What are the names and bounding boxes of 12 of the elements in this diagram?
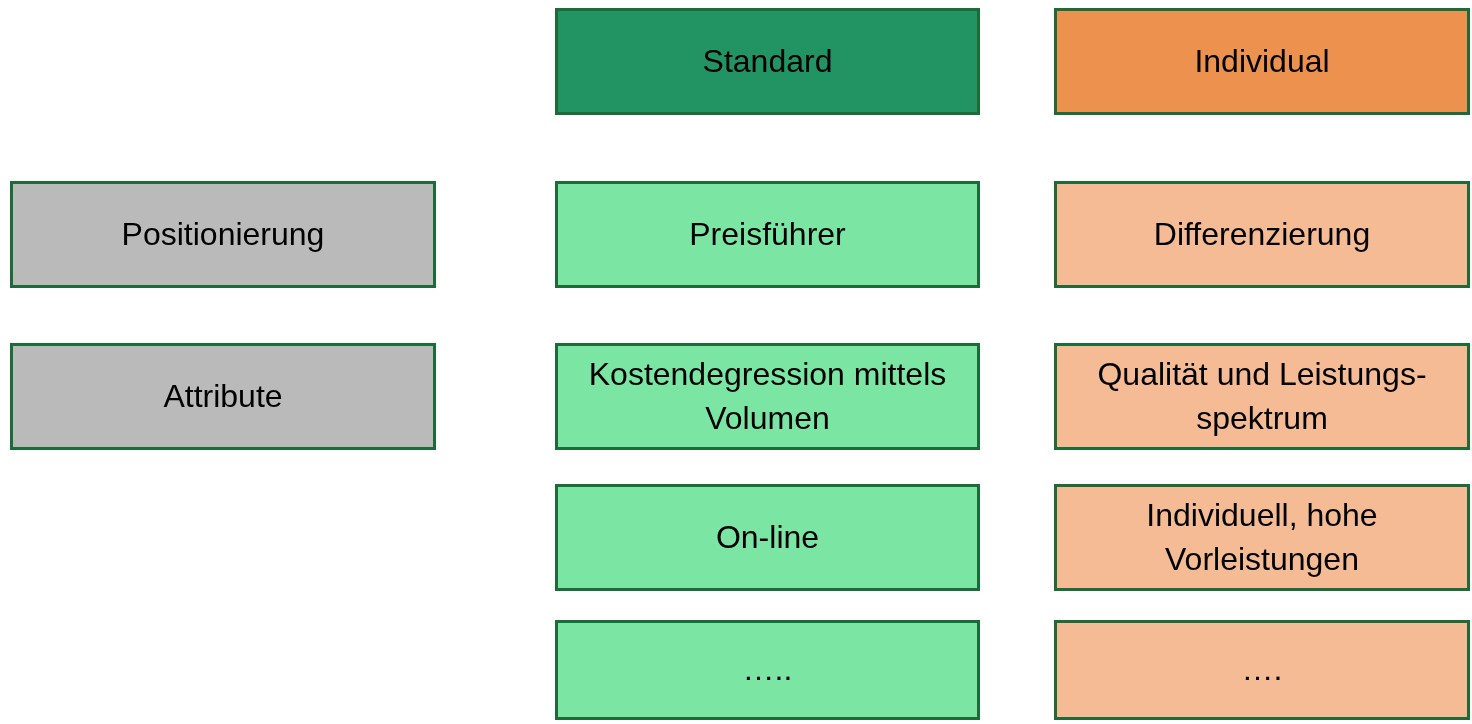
table-cell-box: Individuell, hohe Vorleistungen bbox=[1054, 484, 1470, 591]
row-header: Attribute bbox=[10, 343, 436, 450]
table-cell-box: …. bbox=[1054, 620, 1470, 720]
table-cell-box: On-line bbox=[555, 484, 980, 591]
table-cell-box: Preisführer bbox=[555, 181, 980, 288]
table-cell-box: Qualität und Leistungs- spektrum bbox=[1054, 343, 1470, 450]
column-header: Individual bbox=[1054, 8, 1470, 115]
table-cell-box: Differenzierung bbox=[1054, 181, 1470, 288]
table-cell-box: ….. bbox=[555, 620, 980, 720]
table-cell-box: Kostendegression mittels Volumen bbox=[555, 343, 980, 450]
row-header: Positionierung bbox=[10, 181, 436, 288]
column-header: Standard bbox=[555, 8, 980, 115]
